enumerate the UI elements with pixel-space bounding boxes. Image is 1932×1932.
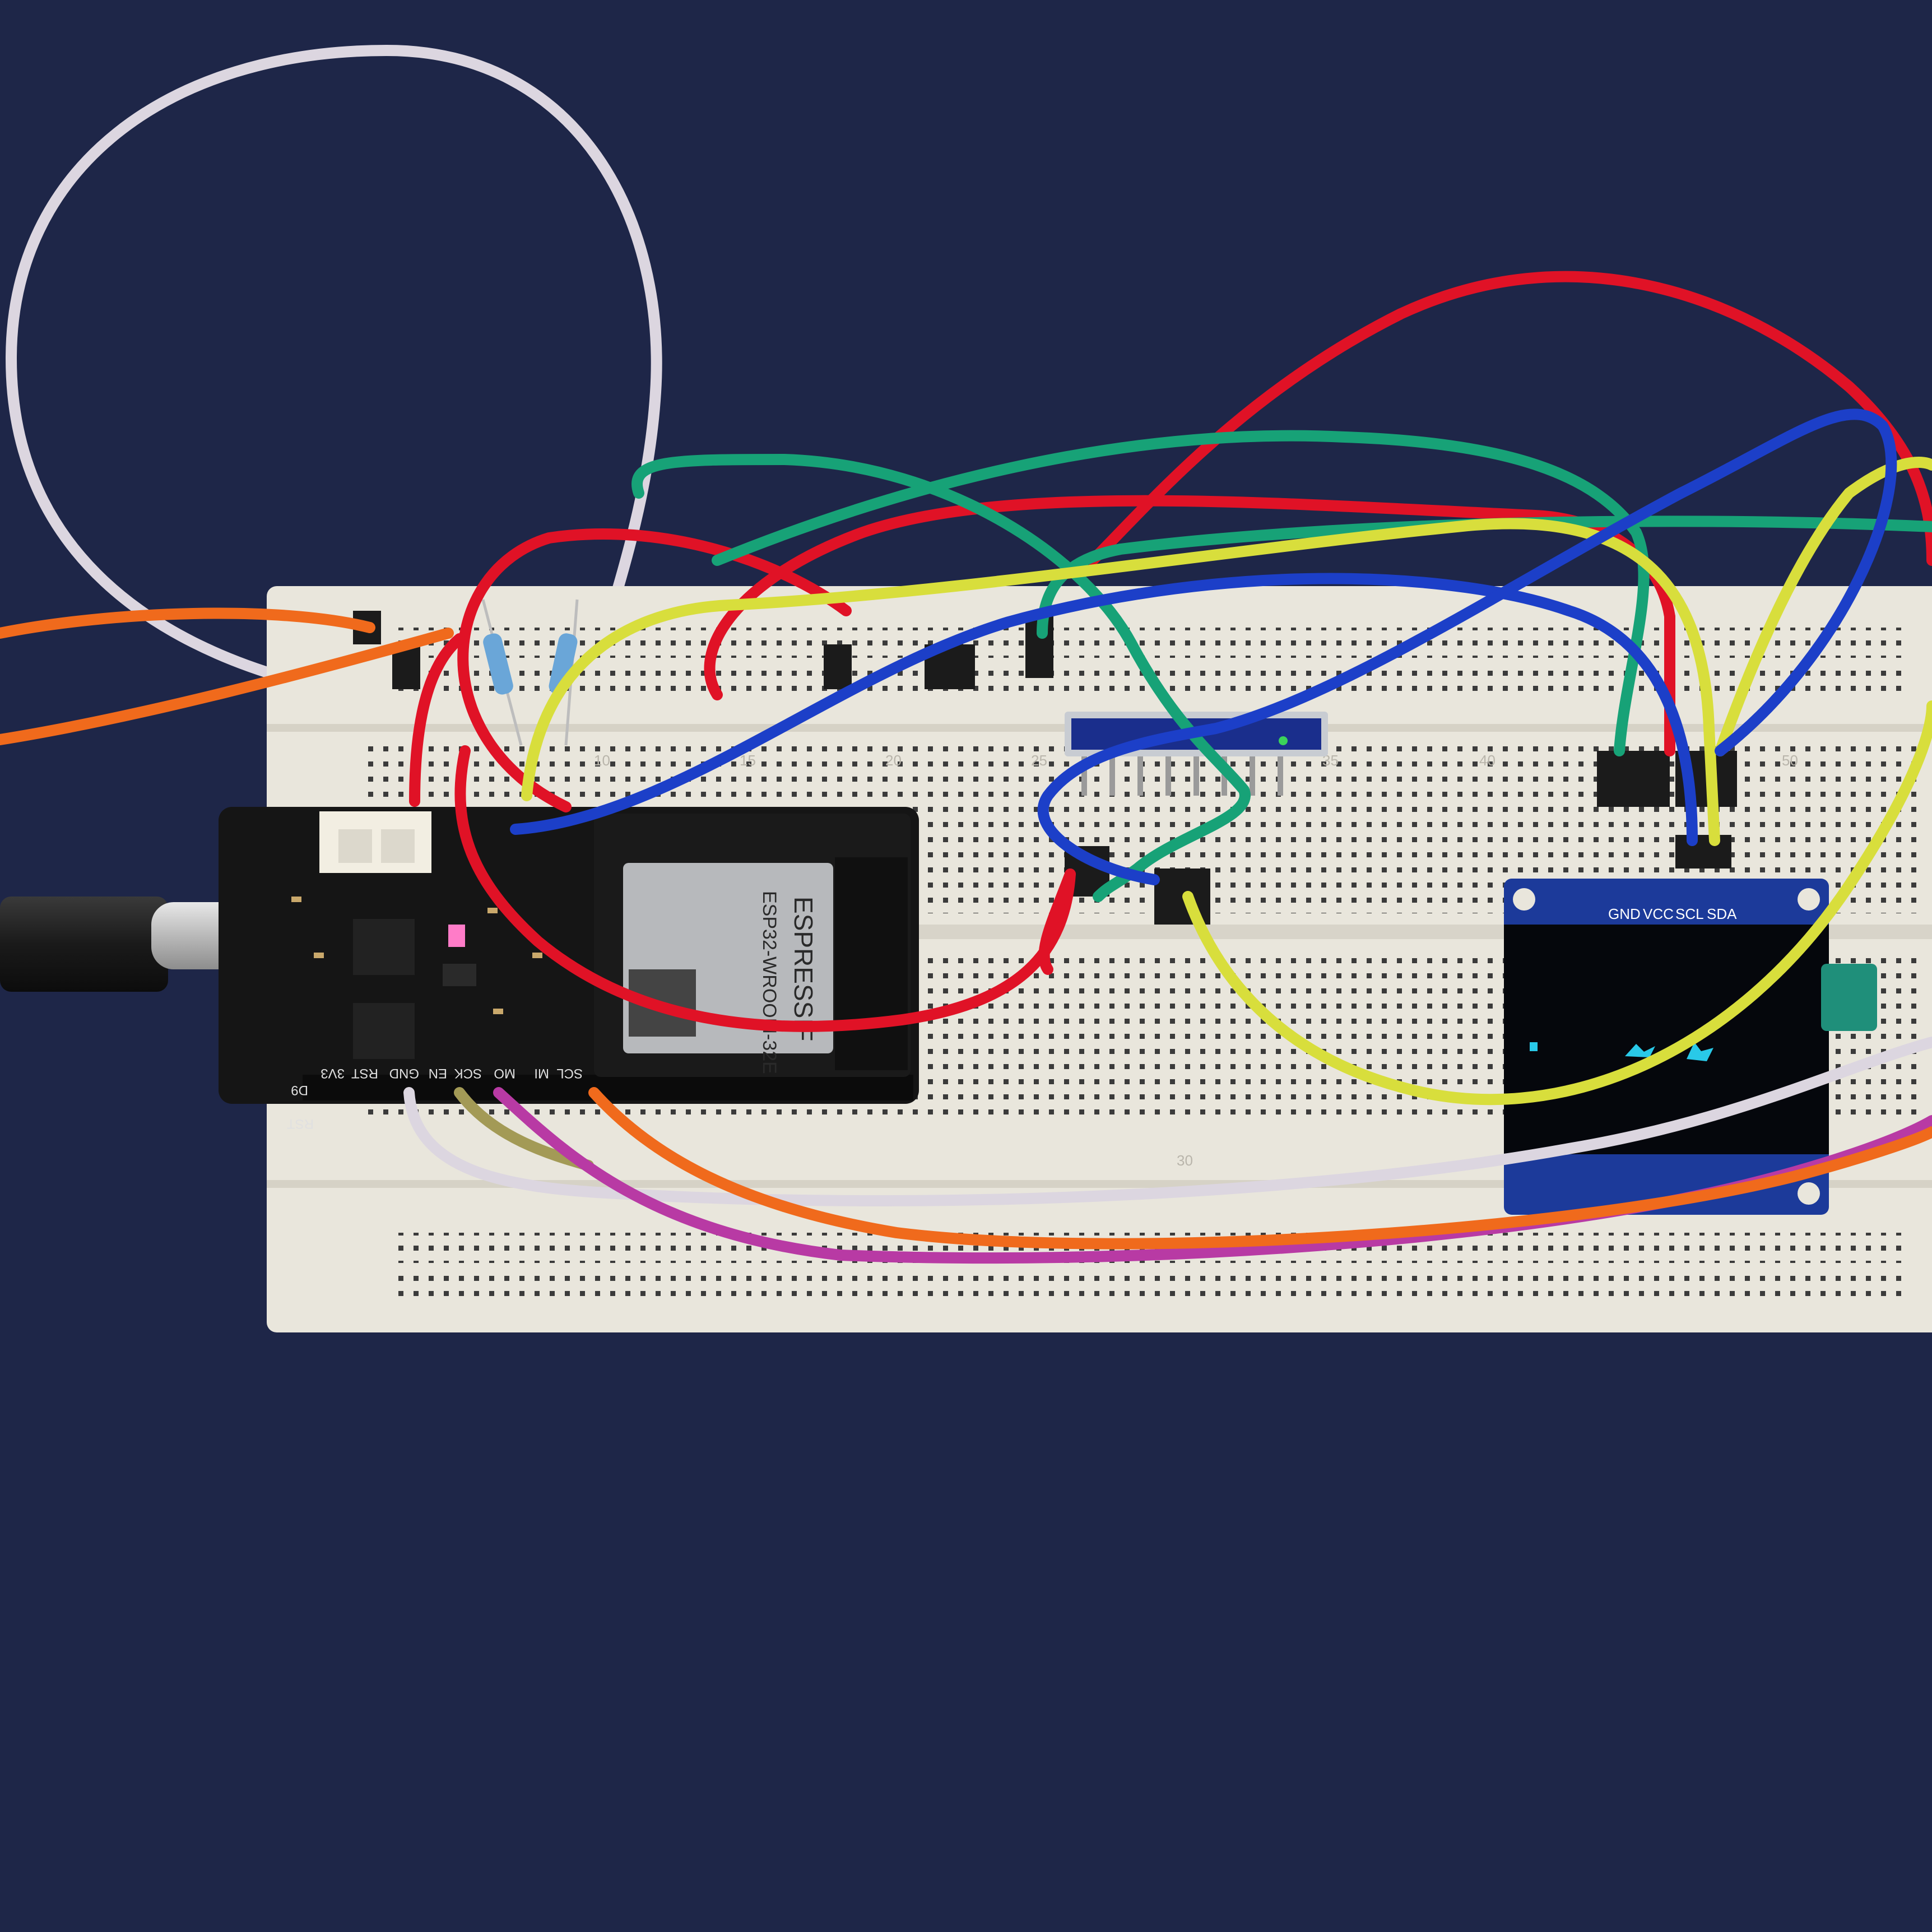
column-number: 25 [1031, 752, 1047, 769]
pin-label: EN [429, 1066, 447, 1081]
oled-pin-label: VCC [1643, 905, 1674, 922]
oled-pixels [1687, 1042, 1713, 1061]
oled-pin-label: SCL [1675, 905, 1704, 922]
pin-label: MO [494, 1066, 515, 1081]
oled-screen [1504, 925, 1829, 1154]
yellow-wire [1715, 457, 1932, 756]
red-wire [409, 633, 465, 807]
resistor [481, 599, 523, 746]
green-wire [712, 430, 1650, 756]
blue-wire [510, 573, 1698, 846]
module-model-label: ESP32-WROOM-32E [759, 891, 780, 1074]
pin-label: RST [287, 1116, 314, 1131]
pin-label: 3V3 [321, 1066, 345, 1081]
pin-label: D9 [291, 1083, 308, 1098]
oled-pin-label: GND [1608, 905, 1641, 922]
orange-wire [588, 1087, 1932, 1250]
chip [353, 919, 415, 975]
red-wire [1038, 869, 1076, 975]
pin-label: GND [389, 1066, 419, 1081]
column-number: 20 [885, 752, 902, 769]
column-number: 30 [1177, 1152, 1193, 1169]
yellow-wire [521, 518, 1720, 846]
white-wire [403, 1037, 1932, 1207]
orange-wire [0, 628, 454, 745]
pin-label: SCL [556, 1066, 583, 1081]
red-wire [1087, 271, 1932, 566]
green-wire [631, 453, 1251, 902]
column-number: 50 [1782, 752, 1798, 769]
chip [353, 1003, 415, 1059]
column-number: 10 [594, 752, 610, 769]
top-power-rail [392, 628, 1905, 658]
oled-display: GND VCC SCL SDA [1504, 879, 1877, 1215]
red-wire [454, 528, 1076, 1032]
orange-wire [0, 607, 375, 639]
blue-wire [1037, 408, 1897, 885]
column-number: 40 [1479, 752, 1496, 769]
oled-pixels [1530, 1042, 1538, 1051]
yellow-wire [1182, 700, 1932, 1106]
module-brand-label: ESPRESSIF [789, 897, 818, 1041]
oled-pixels [1625, 1044, 1655, 1057]
pin-label: SCK [454, 1066, 482, 1081]
pin-label: RST [351, 1066, 378, 1081]
usb-cable [0, 897, 168, 992]
oled-pin-label: SDA [1707, 905, 1737, 922]
esp32-board: ESPRESSIF ESP32-WROOM-32E SCL MI MO SCK … [219, 807, 919, 1131]
pin-label: MI [534, 1066, 549, 1081]
